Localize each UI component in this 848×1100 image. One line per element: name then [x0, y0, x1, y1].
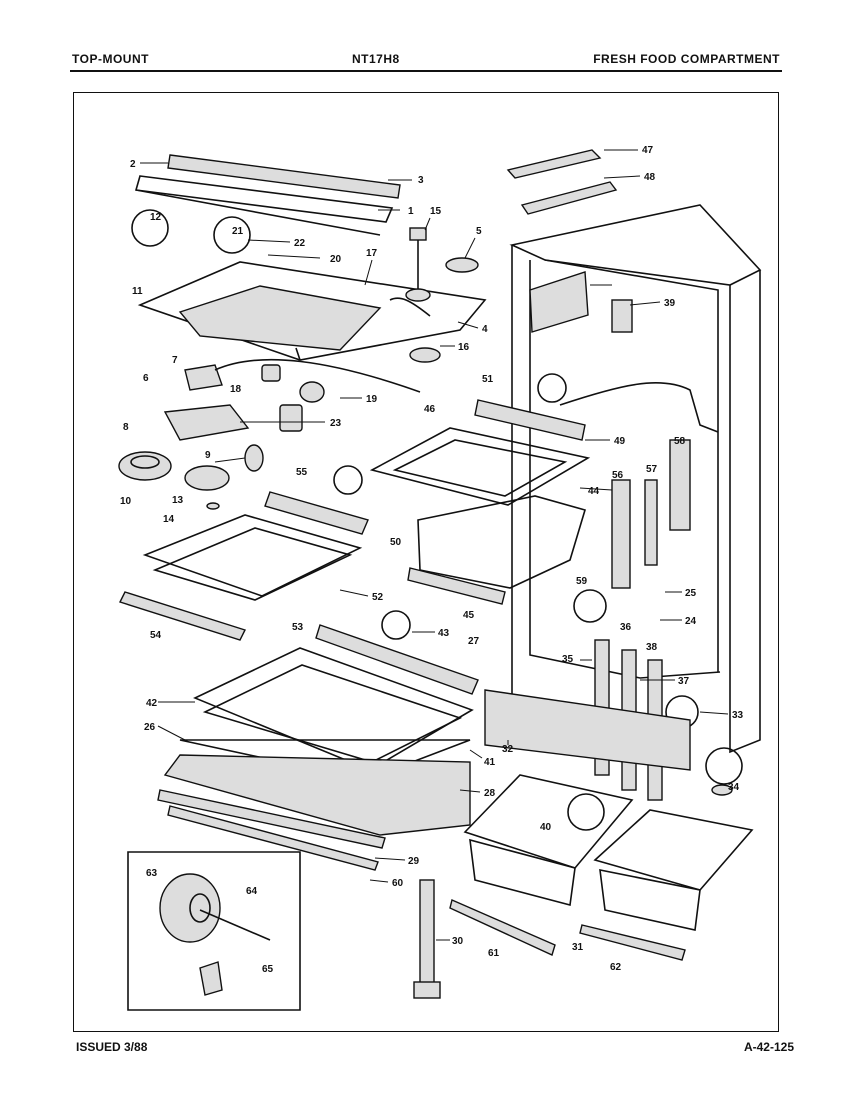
callout-44: 44: [588, 486, 600, 497]
upper-shelf-frame: [369, 399, 591, 506]
callout-7: 7: [172, 355, 178, 366]
callout-30: 30: [452, 936, 464, 947]
callout-40: 40: [540, 822, 552, 833]
callout-63: 63: [146, 868, 158, 879]
callout-20: 20: [330, 254, 342, 265]
callout-2: 2: [130, 159, 136, 170]
callout-62: 62: [610, 962, 622, 973]
callout-51: 51: [482, 374, 494, 385]
callout-11: 11: [132, 286, 143, 297]
callout-36: 36: [620, 622, 632, 633]
callout-41: 41: [484, 757, 496, 768]
callout-50: 50: [390, 537, 402, 548]
callout-8: 8: [123, 422, 129, 433]
callout-27: 27: [468, 636, 480, 647]
callout-1: 1: [408, 206, 414, 217]
callout-61: 61: [488, 948, 500, 959]
callout-58: 58: [674, 436, 686, 447]
callout-15: 15: [430, 206, 442, 217]
callout-31: 31: [572, 942, 584, 953]
callout-53: 53: [292, 622, 304, 633]
callout-24: 24: [685, 616, 697, 627]
callout-4: 4: [482, 324, 488, 335]
callout-39: 39: [664, 298, 676, 309]
callout-16: 16: [458, 342, 470, 353]
middle-shelf-frame: [119, 491, 369, 641]
detail-circles: [131, 209, 743, 831]
callout-42: 42: [146, 698, 158, 709]
header-rule: [70, 70, 782, 72]
crisper-pans: [449, 774, 754, 961]
air-duct-grille: [484, 689, 691, 771]
callout-34: 34: [728, 782, 740, 793]
callout-13: 13: [172, 495, 184, 506]
callout-5: 5: [476, 226, 482, 237]
callout-14: 14: [163, 514, 175, 525]
leveling-leg: [413, 784, 733, 999]
callout-48: 48: [644, 172, 656, 183]
callout-46: 46: [424, 404, 436, 415]
control-knobs: [118, 451, 230, 510]
header-model-type: TOP-MOUNT: [72, 52, 149, 66]
callout-19: 19: [366, 394, 378, 405]
top-trim-strip: [134, 154, 401, 236]
callout-38: 38: [646, 642, 658, 653]
callout-26: 26: [144, 722, 156, 733]
callout-12: 12: [150, 212, 162, 223]
callout-56: 56: [612, 470, 624, 481]
footer-drawing-number: A-42-125: [743, 1040, 794, 1054]
diagram-frame: [73, 92, 779, 1032]
callout-3: 3: [418, 175, 424, 186]
callout-49: 49: [614, 436, 626, 447]
callout-64: 64: [246, 886, 258, 897]
callout-54: 54: [150, 630, 162, 641]
footer-issue-date: ISSUED 3/88: [76, 1040, 148, 1054]
callout-18: 18: [230, 384, 242, 395]
callout-55: 55: [296, 467, 308, 478]
callout-59: 59: [576, 576, 588, 587]
callout-43: 43: [438, 628, 450, 639]
rail-parts: [506, 149, 618, 215]
header-section-title: FRESH FOOD COMPARTMENT: [593, 52, 780, 66]
top-cover-panel: [137, 261, 487, 361]
callout-45: 45: [463, 610, 475, 621]
upper-crisper-drawer: [407, 495, 587, 605]
roller-inset: [127, 851, 301, 1011]
callout-21: 21: [232, 226, 244, 237]
callout-10: 10: [120, 496, 132, 507]
callout-6: 6: [143, 373, 149, 384]
callout-33: 33: [732, 710, 744, 721]
callout-29: 29: [408, 856, 420, 867]
callout-22: 22: [294, 238, 306, 249]
callout-25: 25: [685, 588, 697, 599]
header-model-number: NT17H8: [352, 52, 400, 66]
callout-47: 47: [642, 145, 654, 156]
callout-60: 60: [392, 878, 404, 889]
callout-28: 28: [484, 788, 496, 799]
callout-9: 9: [205, 450, 211, 461]
thermostat-and-wiring: [163, 358, 421, 472]
lower-shelf-frame: [179, 624, 479, 781]
callout-32: 32: [502, 744, 514, 755]
callout-65: 65: [262, 964, 274, 975]
callout-57: 57: [646, 464, 658, 475]
leader-lines: [140, 149, 729, 941]
callout-labels: 1 2 3 4 5 6 7 8 9 10 11 12 13 14 15 16 1…: [120, 145, 744, 975]
callout-23: 23: [330, 418, 342, 429]
callout-52: 52: [372, 592, 384, 603]
light-socket-assembly: [405, 227, 479, 363]
callout-35: 35: [562, 654, 574, 665]
meat-keeper-cover: [157, 754, 471, 871]
callout-17: 17: [366, 248, 378, 259]
callout-37: 37: [678, 676, 690, 687]
